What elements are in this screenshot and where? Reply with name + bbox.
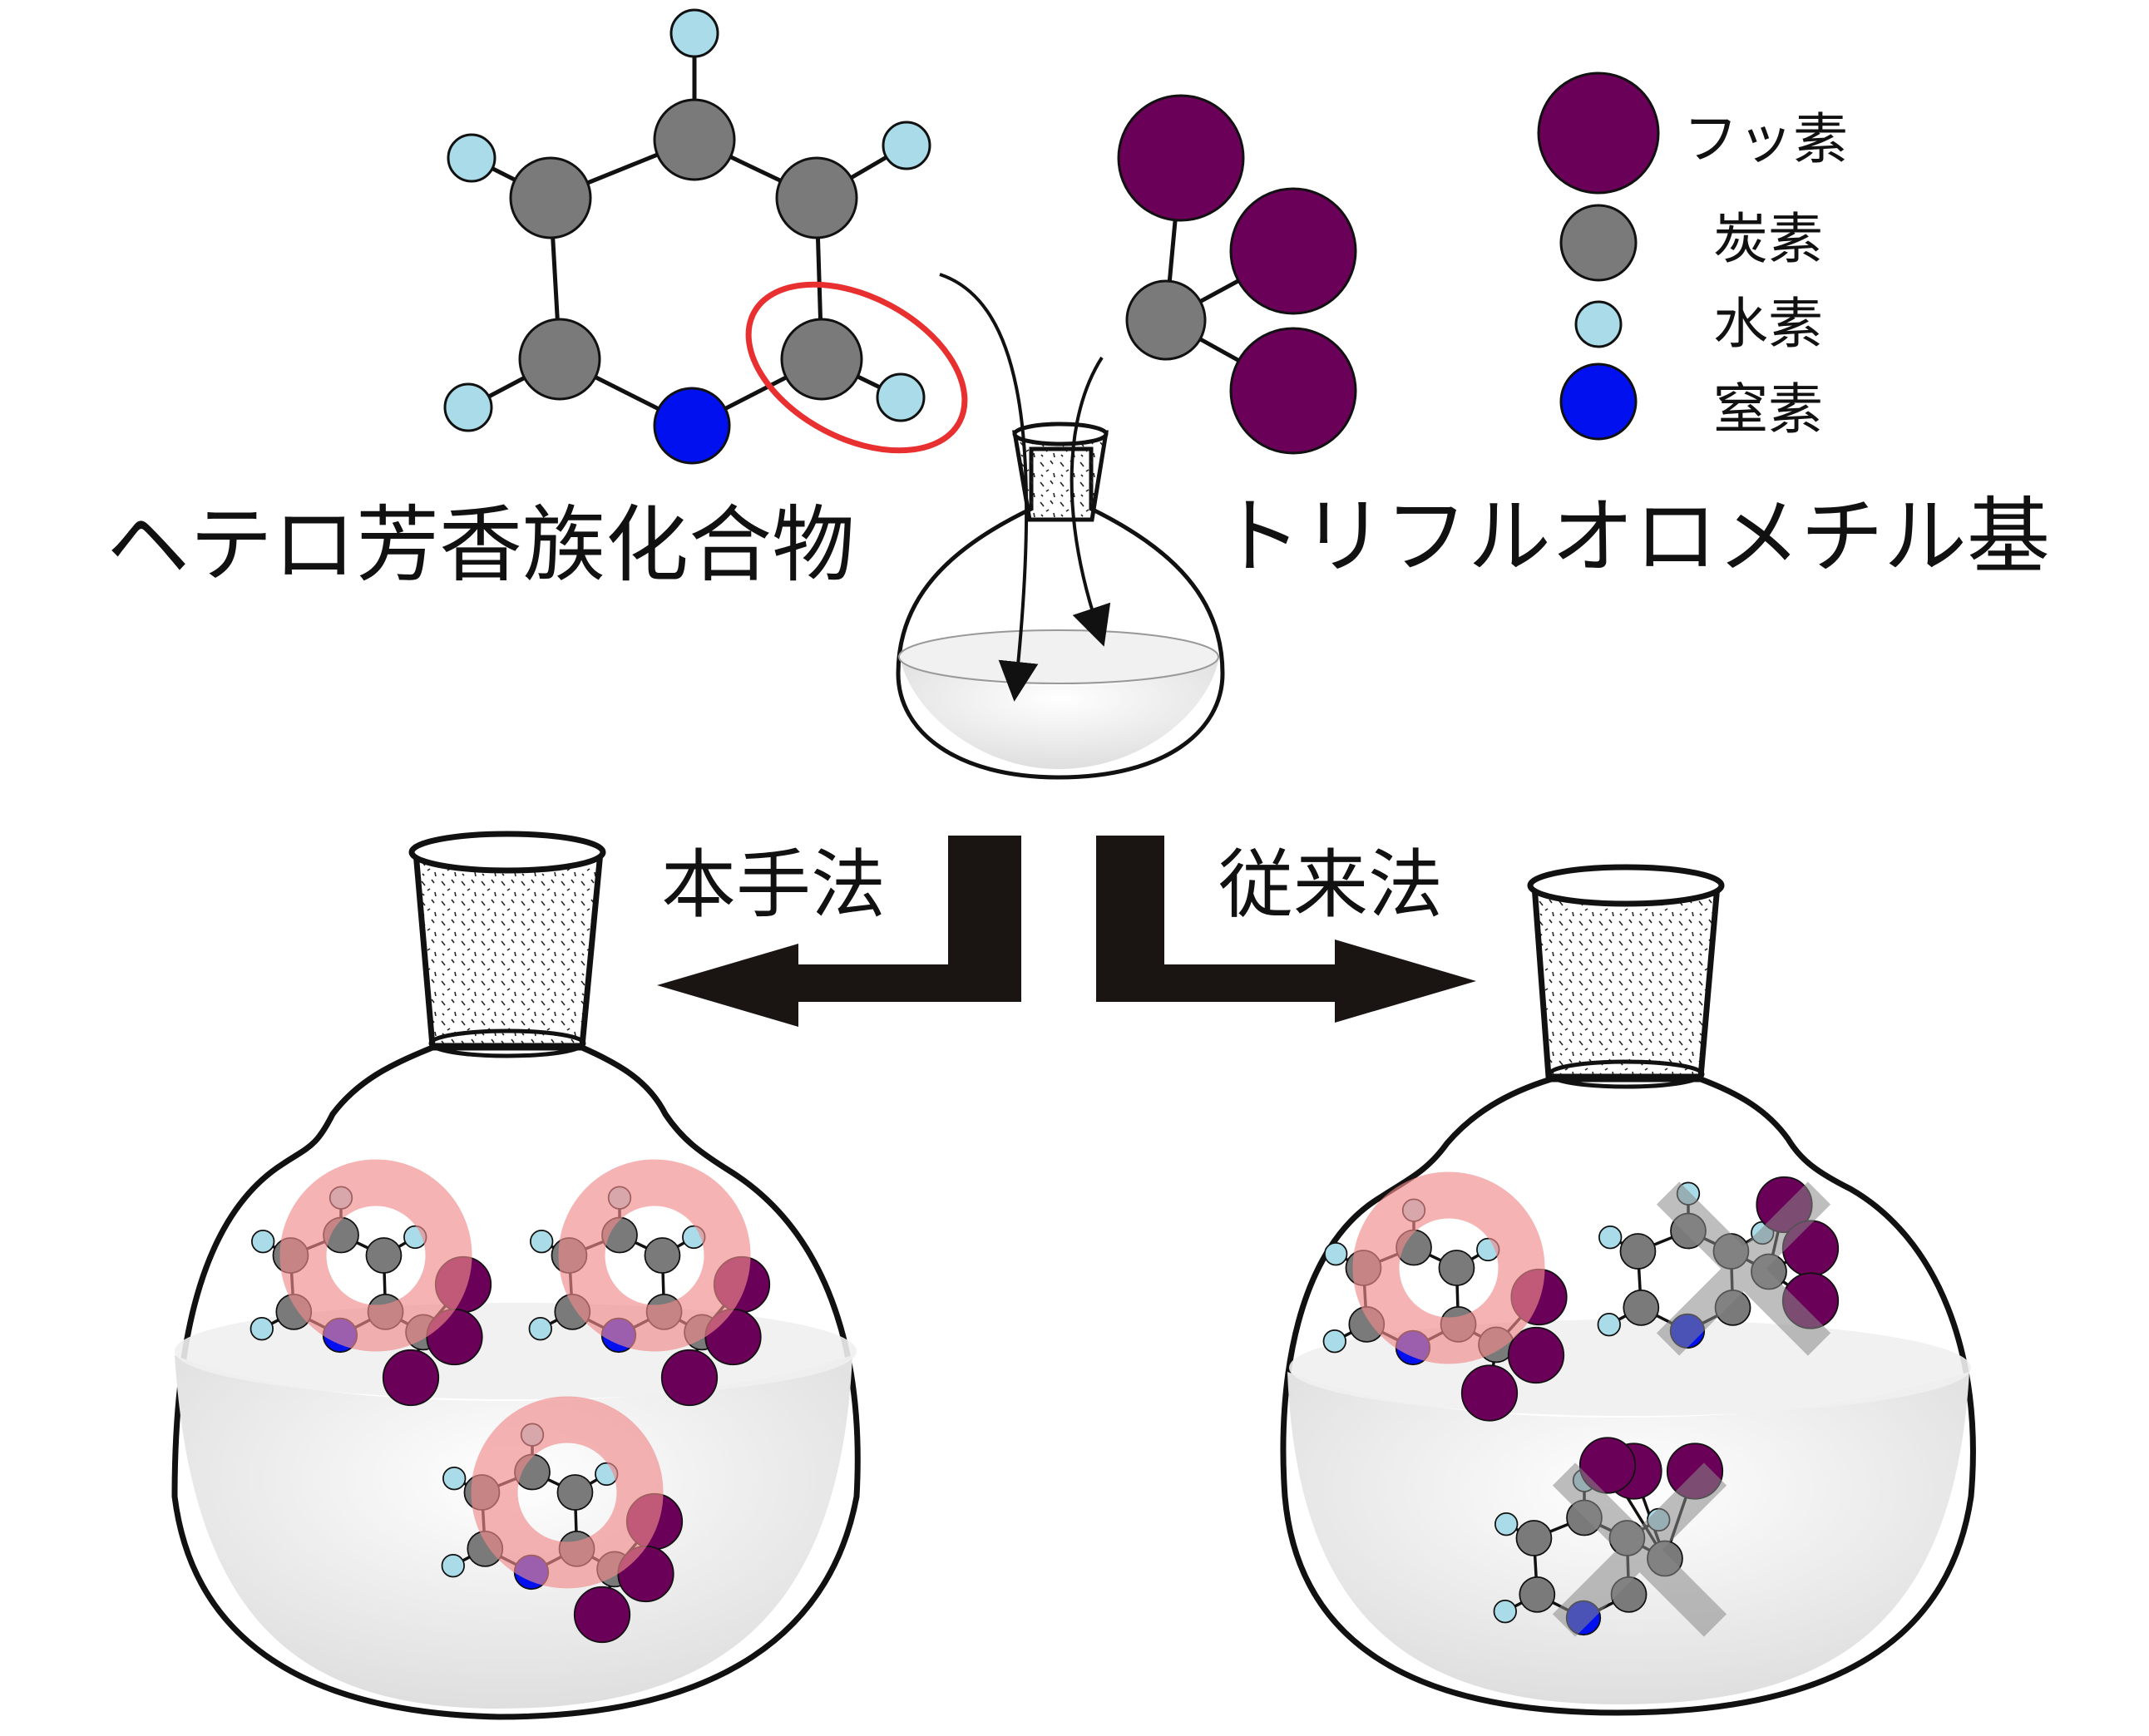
legend-fluorine-swatch <box>1537 72 1660 195</box>
flask-conventional-method <box>1280 864 1976 1716</box>
small-pyridine <box>1493 1437 1727 1637</box>
legend-nitrogen-swatch <box>1559 362 1638 441</box>
trifluoromethyl-label: トリフルオロメチル基 <box>1218 488 2050 585</box>
conventional-method-label: 従来法 <box>1218 841 1443 929</box>
small-pyridine <box>528 1159 771 1407</box>
legend-carbon-swatch <box>1559 204 1638 282</box>
success-ring-mark <box>279 1159 472 1352</box>
reaction-site-circle <box>745 281 968 454</box>
legend-hydrogen-label: 水素 <box>1713 292 1823 356</box>
reject-cross-mark <box>1552 1462 1727 1637</box>
trifluoromethyl-group <box>1117 94 1357 455</box>
legend-nitrogen-label: 窒素 <box>1713 377 1823 441</box>
small-pyridine <box>1322 1171 1568 1422</box>
success-ring-mark <box>558 1159 751 1352</box>
legend-hydrogen-swatch <box>1574 300 1623 348</box>
legend-fluorine-label: フッ素 <box>1683 107 1848 171</box>
legend-carbon-label: 炭素 <box>1713 207 1823 271</box>
small-flask <box>896 273 1225 780</box>
method-arrows <box>657 836 1476 1027</box>
arrow-this-method <box>657 836 1021 1027</box>
arrow-conventional-method <box>1096 836 1476 1023</box>
reject-cross-mark <box>1656 1181 1831 1356</box>
heteroaromatic-label: ヘテロ芳香族化合物 <box>106 496 855 594</box>
this-method-label: 本手法 <box>661 841 886 929</box>
small-pyridine <box>441 1396 684 1644</box>
pyridine-molecule-large <box>443 8 968 465</box>
flask-this-method <box>171 831 861 1720</box>
success-ring-mark <box>471 1396 664 1589</box>
success-ring-mark <box>1352 1171 1545 1364</box>
small-pyridine <box>249 1159 492 1407</box>
legend: フッ素 炭素 水素 窒素 <box>1537 72 1848 441</box>
small-pyridine <box>1597 1176 1840 1356</box>
